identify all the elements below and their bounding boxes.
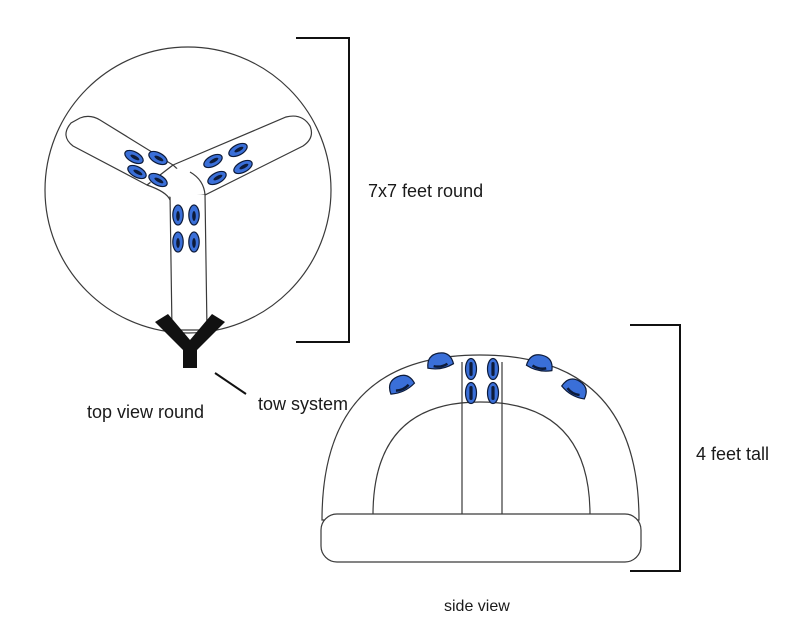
label-dimension-tall: 4 feet tall xyxy=(696,444,769,464)
label-dimension-round: 7x7 feet round xyxy=(368,181,483,201)
grab-handle-icon xyxy=(464,381,478,405)
grab-handle-icon xyxy=(188,204,200,226)
grab-handle-icon xyxy=(486,357,500,381)
grab-handle-icon xyxy=(464,357,478,381)
side-view-drawing xyxy=(320,349,642,563)
grab-handle-icon xyxy=(172,204,184,226)
tow-system-pointer xyxy=(214,372,247,395)
label-side-view: side view xyxy=(444,598,510,615)
tow-yoke-icon xyxy=(155,314,225,368)
grab-handle-icon xyxy=(172,231,184,253)
label-tow-system: tow system xyxy=(258,394,348,414)
dimension-bracket-tall xyxy=(630,324,681,572)
side-view-inner-arch xyxy=(372,401,591,516)
side-view-outer-dome xyxy=(321,354,640,521)
top-view-drawing xyxy=(44,46,332,395)
side-view-base-tube xyxy=(320,513,642,563)
grab-handle-icon xyxy=(188,231,200,253)
side-view-center-strap xyxy=(461,362,503,515)
dimension-bracket-round xyxy=(296,37,350,343)
top-view-strap-right xyxy=(171,115,313,196)
grab-handle-icon xyxy=(486,381,500,405)
top-view-strap-left xyxy=(65,115,175,186)
label-top-view: top view round xyxy=(87,402,204,422)
